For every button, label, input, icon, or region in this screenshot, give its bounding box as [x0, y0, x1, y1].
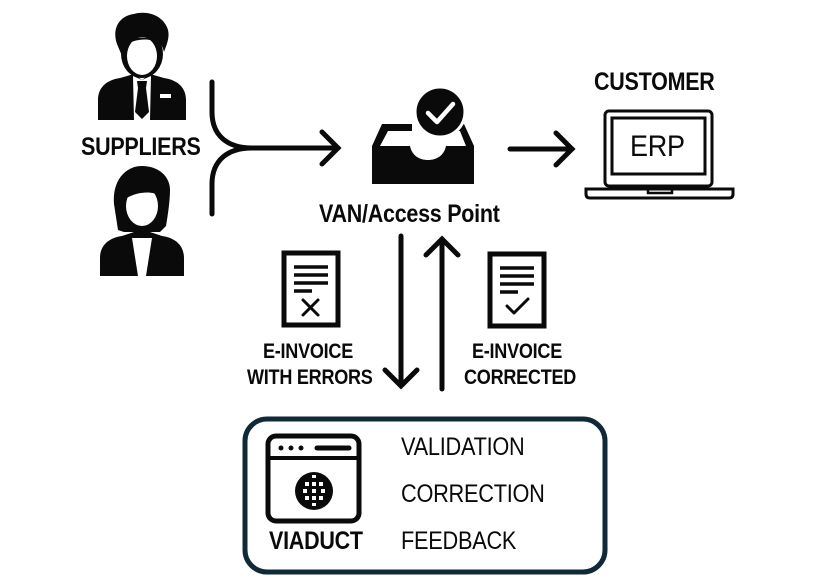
erp-label: ERP: [630, 130, 685, 163]
laptop-icon: [584, 109, 735, 200]
male-supplier-icon: [98, 12, 186, 120]
feature-feedback: FEEDBACK: [401, 527, 517, 555]
customer-label: CUSTOMER: [594, 68, 715, 96]
up-arrow: [423, 235, 461, 392]
document-check-icon: [487, 251, 547, 329]
merge-arrow: [209, 79, 342, 217]
errors-label-line1: E-INVOICE: [263, 340, 354, 363]
feature-validation: VALIDATION: [401, 433, 525, 461]
browser-globe-icon: [265, 433, 362, 524]
inbox-tray-check-icon: [372, 85, 474, 184]
hub-label: VAN/Access Point: [319, 200, 500, 228]
viaduct-label: VIADUCT: [269, 527, 363, 555]
errors-label-line2: WITH ERRORS: [247, 366, 373, 389]
suppliers-label: SUPPLIERS: [81, 133, 201, 161]
corrected-label-line1: E-INVOICE: [472, 340, 563, 363]
female-supplier-icon: [100, 166, 184, 276]
document-x-icon: [281, 250, 341, 328]
feature-correction: CORRECTION: [401, 480, 545, 508]
corrected-label-line2: CORRECTED: [464, 366, 577, 389]
down-arrow: [382, 233, 420, 390]
arrow-to-customer: [507, 130, 576, 168]
